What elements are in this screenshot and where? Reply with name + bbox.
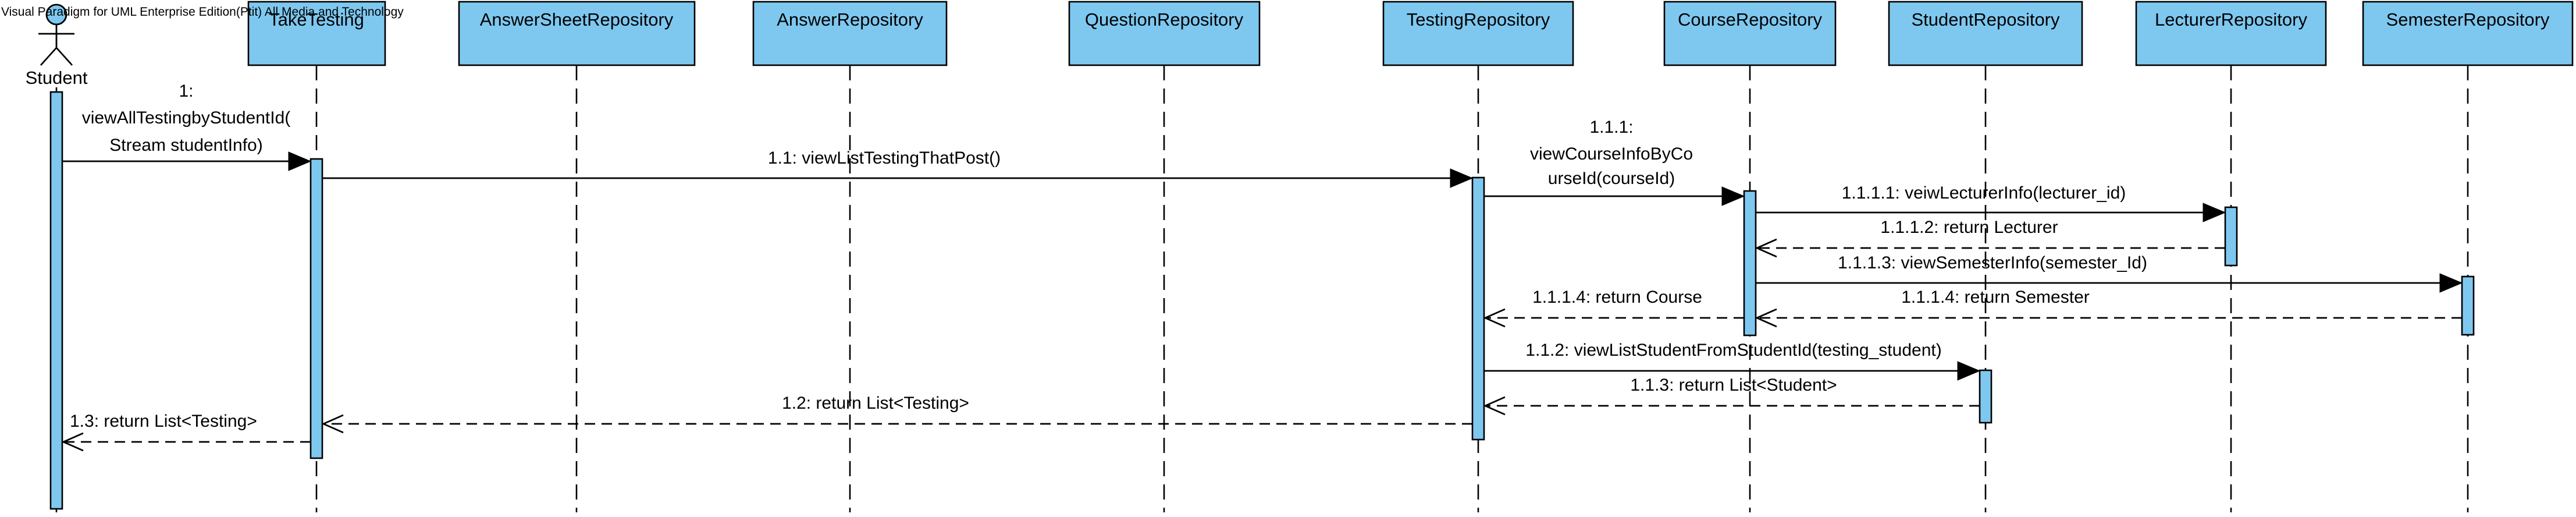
open-arrowhead-icon xyxy=(1483,396,1506,416)
message-label: 1.1.1.2: return Lecturer xyxy=(1880,218,2058,237)
participant-label: LecturerRepository xyxy=(2155,9,2307,30)
participant-taketesting: TakeTesting xyxy=(247,1,386,66)
participant-label: TestingRepository xyxy=(1407,9,1550,30)
participant-label: CourseRepository xyxy=(1678,9,1823,30)
participant-studentrepository: StudentRepository xyxy=(1888,1,2083,66)
participant-questionrepository: QuestionRepository xyxy=(1068,1,1261,66)
message-label: 1: xyxy=(179,82,193,101)
open-arrowhead-icon xyxy=(1755,308,1777,328)
messages: 1: viewAllTestingbyStudentId( Stream stu… xyxy=(61,82,2463,452)
participant-lecturerrepository: LecturerRepository xyxy=(2135,1,2327,66)
watermark: Visual Paradigm for UML Enterprise Editi… xyxy=(1,5,404,19)
filled-arrowhead-icon xyxy=(1450,168,1474,188)
message-1-1-1: 1.1.1: viewCourseInfoByCo urseId(courseI… xyxy=(1484,118,1745,206)
filled-arrowhead-icon xyxy=(288,151,312,171)
open-arrowhead-icon xyxy=(321,414,344,434)
activation-taketesting xyxy=(309,158,323,459)
open-arrowhead-icon xyxy=(61,432,84,452)
message-1-2: 1.2: return List<Testing> xyxy=(321,394,1472,434)
message-label: 1.1.1.3: viewSemesterInfo(semester_Id) xyxy=(1838,253,2147,272)
participant-label: QuestionRepository xyxy=(1085,9,1244,30)
open-arrowhead-icon xyxy=(1483,308,1506,328)
participant-answerrepository: AnswerRepository xyxy=(752,1,948,66)
message-1-1-1-3: 1.1.1.3: viewSemesterInfo(semester_Id) xyxy=(1756,253,2463,293)
participant-label: AnswerSheetRepository xyxy=(480,9,674,30)
message-1-1-1-2: 1.1.1.2: return Lecturer xyxy=(1755,218,2225,258)
message-label: 1.2: return List<Testing> xyxy=(782,394,969,413)
actor-label: Student xyxy=(26,68,88,88)
filled-arrowhead-icon xyxy=(1957,361,1981,381)
activation-semesterrepository xyxy=(2461,275,2475,336)
message-label: viewAllTestingbyStudentId( xyxy=(82,108,291,128)
participant-headers: TakeTesting AnswerSheetRepository Answer… xyxy=(247,1,2574,66)
message-label: 1.3: return List<Testing> xyxy=(70,412,257,431)
activations xyxy=(49,91,2475,510)
participant-semesterrepository: SemesterRepository xyxy=(2362,1,2574,66)
message-label: viewCourseInfoByCo xyxy=(1530,144,1693,164)
participant-label: SemesterRepository xyxy=(2386,9,2550,30)
activation-lecturerrepository xyxy=(2224,206,2238,267)
message-1-1-1-1: 1.1.1.1: veiwLecturerInfo(lecturer_id) xyxy=(1756,183,2226,222)
message-1-1-2: 1.1.2: viewListStudentFromStudentId(test… xyxy=(1484,341,1981,381)
participant-answersheetrepository: AnswerSheetRepository xyxy=(458,1,696,66)
message-label: Stream studentInfo) xyxy=(109,136,262,155)
message-1-1-1-4-course: 1.1.1.4: return Course xyxy=(1483,288,1744,328)
activation-testingrepository xyxy=(1471,176,1485,441)
message-label: urseId(courseId) xyxy=(1548,169,1675,188)
message-label: 1.1.1.1: veiwLecturerInfo(lecturer_id) xyxy=(1842,183,2126,203)
filled-arrowhead-icon xyxy=(1721,186,1745,206)
participant-courserepository: CourseRepository xyxy=(1663,1,1837,66)
message-1-3: 1.3: return List<Testing> xyxy=(61,412,311,452)
message-label: 1.1.1: xyxy=(1589,118,1633,137)
lifelines xyxy=(55,65,2469,512)
filled-arrowhead-icon xyxy=(2439,273,2463,293)
message-1-1-3: 1.1.3: return List<Student> xyxy=(1483,376,1980,416)
participant-label: TakeTesting xyxy=(269,9,364,30)
participant-testingrepository: TestingRepository xyxy=(1382,1,1574,66)
activation-courserepository xyxy=(1743,190,1757,337)
message-label: 1.1.3: return List<Student> xyxy=(1630,376,1837,395)
filled-arrowhead-icon xyxy=(2203,203,2226,222)
student-actor: Student xyxy=(26,3,88,88)
actor-icon xyxy=(38,3,74,66)
message-label: 1.1: viewListTestingThatPost() xyxy=(768,148,1001,168)
message-1-1-1-4-semester: 1.1.1.4: return Semester xyxy=(1755,288,2462,328)
activation-studentrepository xyxy=(1979,369,1993,424)
participant-label: StudentRepository xyxy=(1911,9,2060,30)
message-label: 1.1.2: viewListStudentFromStudentId(test… xyxy=(1525,341,1941,360)
message-1-1: 1.1: viewListTestingThatPost() xyxy=(322,148,1474,188)
message-label: 1.1.1.4: return Semester xyxy=(1901,288,2090,307)
message-label: 1.1.1.4: return Course xyxy=(1532,288,1702,307)
participant-label: AnswerRepository xyxy=(777,9,923,30)
message-1: 1: viewAllTestingbyStudentId( Stream stu… xyxy=(62,82,312,171)
activation-student xyxy=(49,91,63,510)
open-arrowhead-icon xyxy=(1755,238,1777,258)
